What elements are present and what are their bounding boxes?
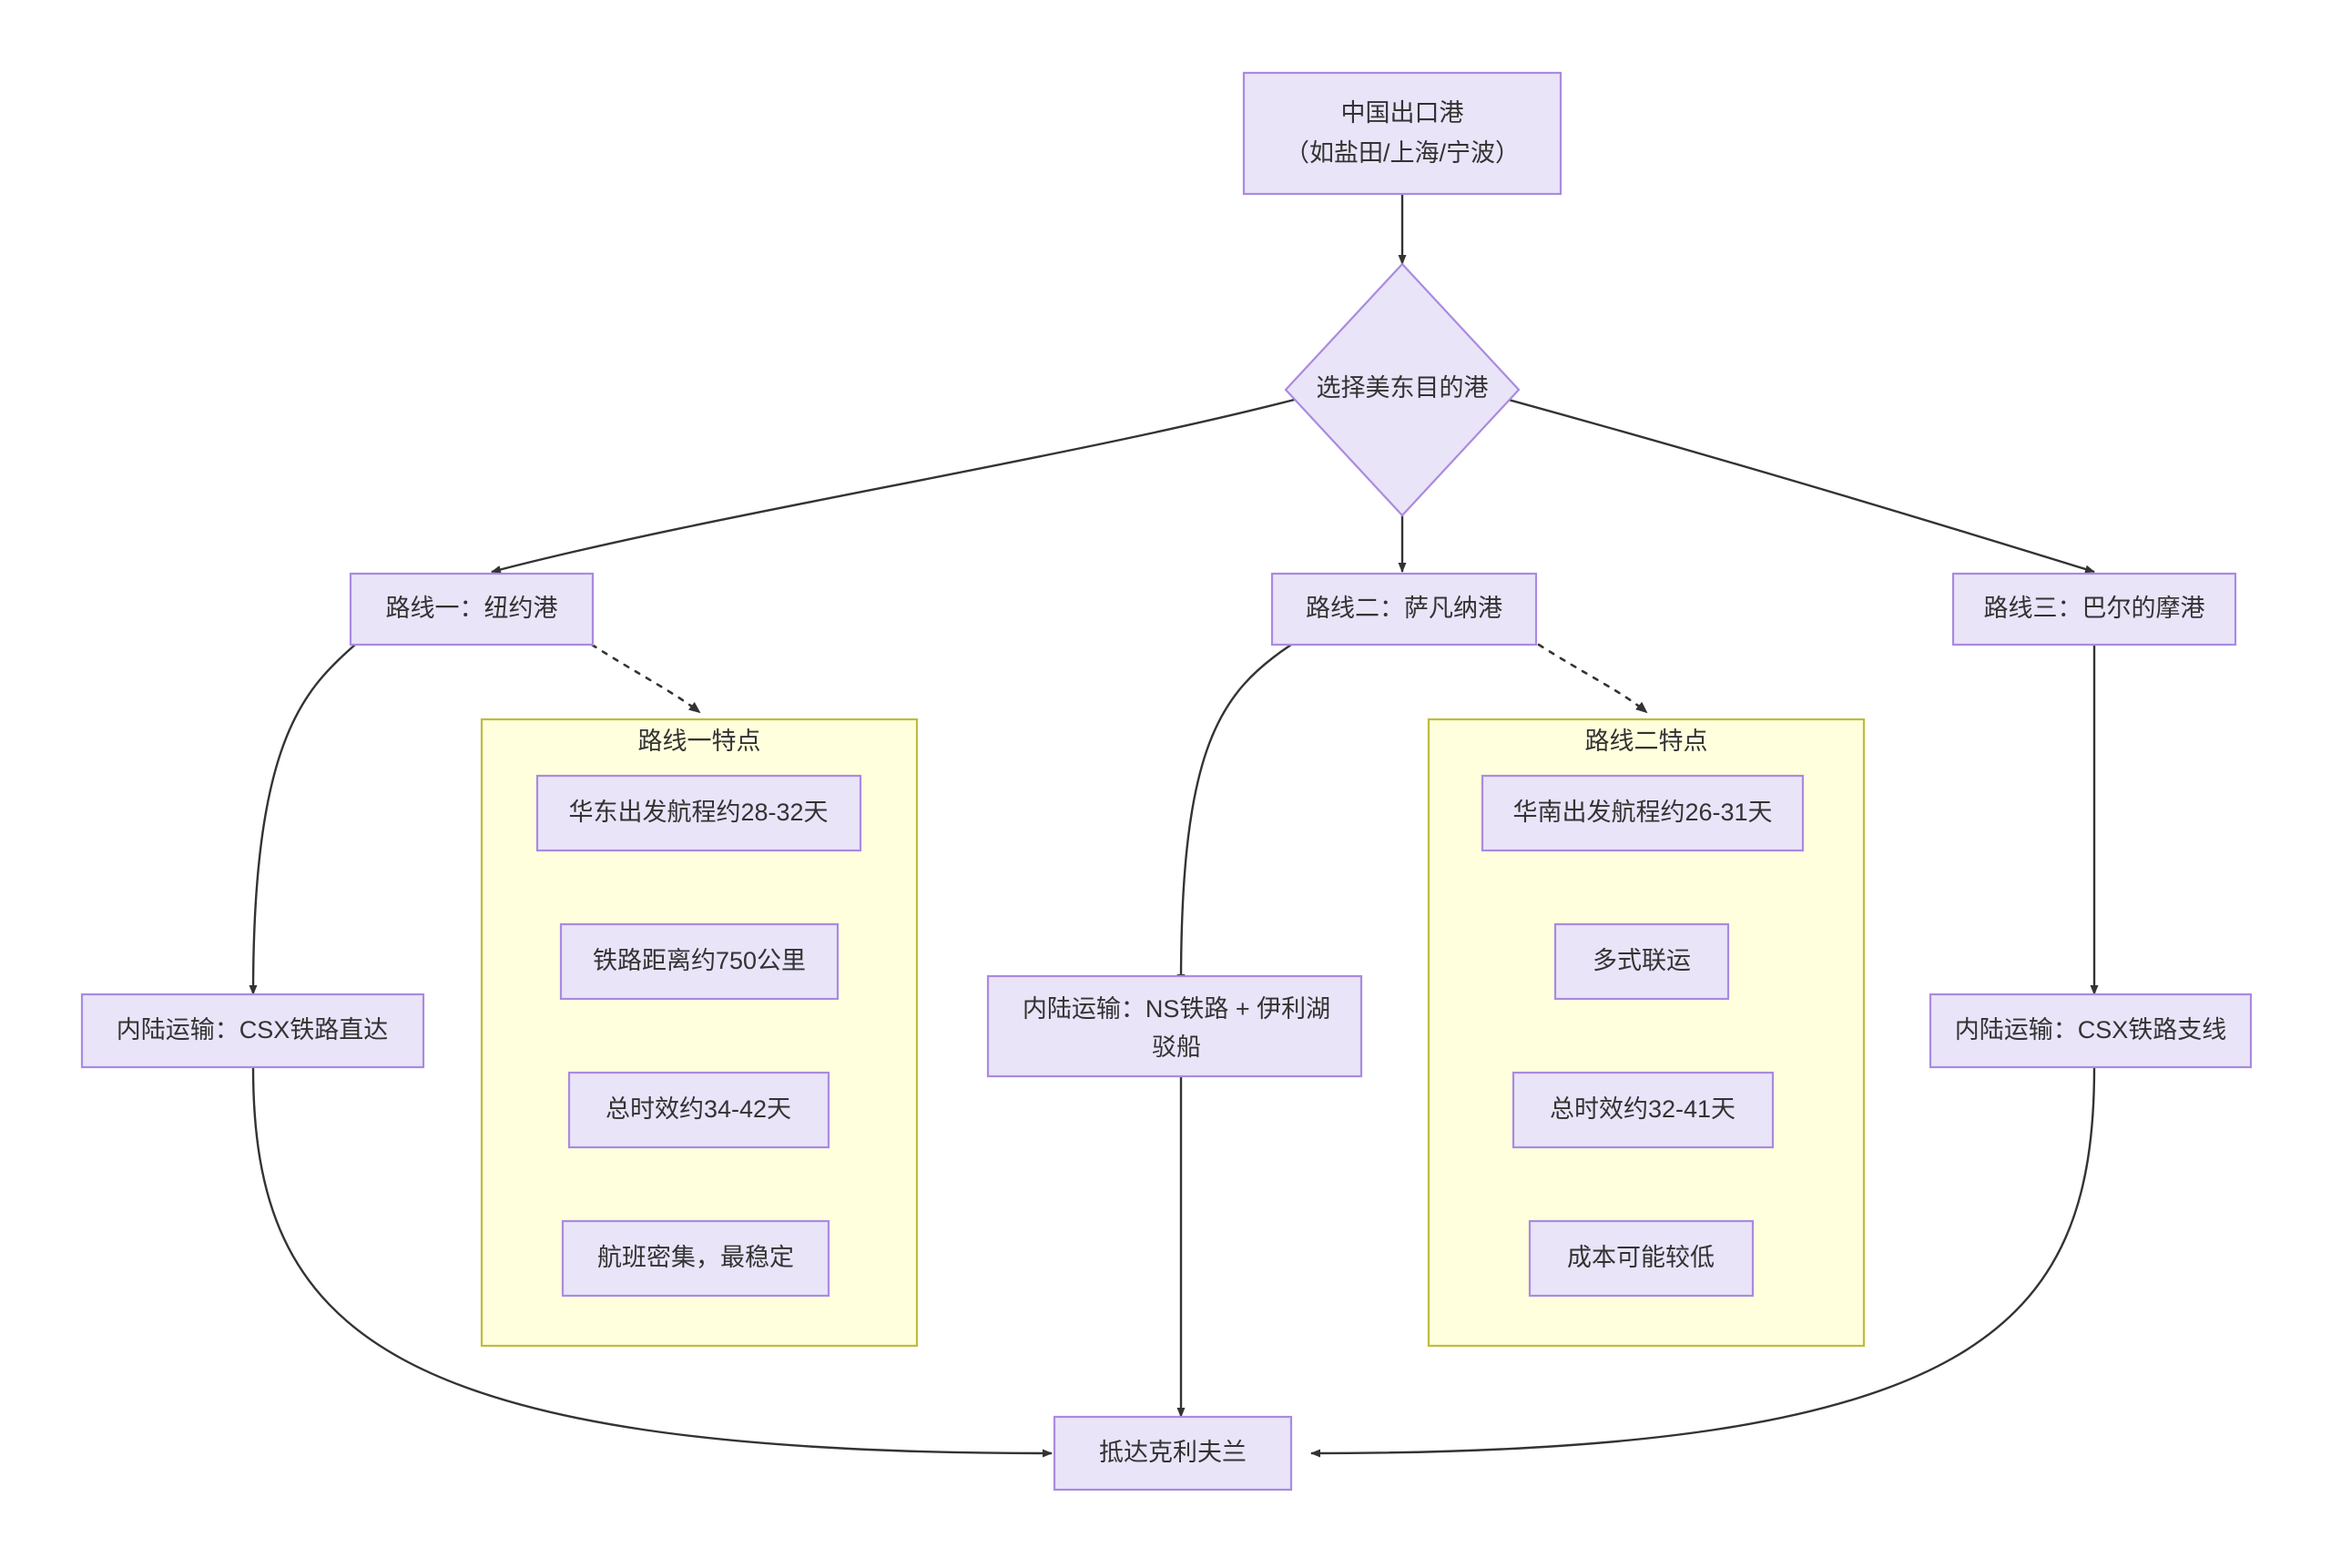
- node-inland1-box[interactable]: [80, 993, 425, 1069]
- cluster-route2-item-1-box[interactable]: [1553, 922, 1730, 1001]
- node-inland1[interactable]: 内陆运输：CSX铁路直达: [80, 993, 425, 1069]
- cluster-route2-item-1-label: 多式联运: [1593, 947, 1691, 974]
- node-inland1-label: 内陆运输：CSX铁路直达: [117, 1016, 389, 1044]
- node-inland2-box[interactable]: [986, 974, 1363, 1078]
- cluster-route1-item-0-label: 华东出发航程约28-32天: [568, 799, 828, 826]
- cluster-route2-item-0-label: 华南出发航程约26-31天: [1512, 799, 1772, 826]
- node-decision[interactable]: 选择美东目的港: [1284, 262, 1521, 517]
- node-route2[interactable]: 路线二：萨凡纳港: [1270, 572, 1538, 647]
- cluster-route1-item-1-box[interactable]: [559, 922, 840, 1001]
- node-route1-box[interactable]: [349, 572, 595, 647]
- node-arrival[interactable]: 抵达克利夫兰: [1053, 1415, 1293, 1492]
- cluster-route1-item-2-box[interactable]: [567, 1071, 830, 1149]
- node-route1-label: 路线一：纽约港: [386, 595, 558, 622]
- cluster-route1-item-2-label: 总时效约34-42天: [606, 1095, 791, 1123]
- node-inland2-label-line2: 驳船: [1152, 1033, 1201, 1061]
- cluster-route1-item-3-label: 航班密集，最稳定: [597, 1244, 794, 1271]
- edge-route2-to-inland2: [1176, 644, 1292, 984]
- cluster-route1-item-3-box[interactable]: [561, 1219, 830, 1298]
- cluster-route1-item-1-label: 铁路距离约750公里: [593, 947, 806, 974]
- node-inland2[interactable]: 内陆运输：NS铁路 + 伊利湖 驳船: [986, 974, 1363, 1078]
- edge-route2-to-cluster2: [1537, 643, 1648, 714]
- node-origin[interactable]: 中国出口港 （如盐田/上海/宁波）: [1242, 71, 1562, 196]
- node-origin-label-line1: 中国出口港: [1341, 99, 1464, 127]
- node-arrival-box[interactable]: [1053, 1415, 1293, 1492]
- cluster-route2-title: 路线二特点: [1585, 728, 1708, 755]
- edge-route1-to-inland1: [249, 644, 356, 995]
- node-route3-label: 路线三：巴尔的摩港: [1984, 595, 2205, 622]
- edge-inland1-to-arrival: [251, 1066, 1053, 1458]
- node-route2-box[interactable]: [1270, 572, 1538, 647]
- node-origin-box[interactable]: [1242, 71, 1562, 196]
- node-route3-box[interactable]: [1951, 572, 2237, 647]
- node-inland3-box[interactable]: [1929, 993, 2253, 1069]
- node-inland2-label-line1: 内陆运输：NS铁路 + 伊利湖: [1023, 995, 1330, 1023]
- node-route3[interactable]: 路线三：巴尔的摩港: [1951, 572, 2237, 647]
- node-inland3[interactable]: 内陆运输：CSX铁路支线: [1929, 993, 2253, 1069]
- cluster-route2-item-2-box[interactable]: [1512, 1071, 1775, 1149]
- edge-decision-to-route3: [1471, 388, 2095, 574]
- edge-route1-to-cluster1: [590, 643, 701, 714]
- node-route1[interactable]: 路线一：纽约港: [349, 572, 595, 647]
- cluster-route1: 路线一特点 华东出发航程约28-32天 铁路距离约750公里 总时效约34-42…: [480, 718, 919, 1348]
- node-origin-label-line2: （如盐田/上海/宁波）: [1285, 139, 1520, 167]
- edges-layer: [249, 194, 2099, 1458]
- cluster-route2-item-2-label: 总时效约32-41天: [1550, 1095, 1736, 1123]
- cluster-route1-item-0-box[interactable]: [535, 774, 862, 852]
- edge-decision-to-route1: [491, 388, 1333, 574]
- node-decision-label: 选择美东目的港: [1317, 374, 1489, 402]
- node-arrival-label: 抵达克利夫兰: [1099, 1439, 1247, 1466]
- cluster-route2-item-3-box[interactable]: [1528, 1219, 1755, 1298]
- node-inland3-label: 内陆运输：CSX铁路支线: [1955, 1016, 2227, 1044]
- node-route2-label: 路线二：萨凡纳港: [1306, 595, 1502, 622]
- edge-inland3-to-arrival: [1310, 1066, 2096, 1458]
- cluster-route2-item-3-label: 成本可能较低: [1567, 1244, 1715, 1271]
- cluster-route1-title: 路线一特点: [638, 728, 761, 755]
- node-decision-diamond[interactable]: [1284, 262, 1521, 517]
- cluster-route2: 路线二特点 华南出发航程约26-31天 多式联运 总时效约32-41天 成本可能…: [1427, 718, 1866, 1348]
- cluster-route2-item-0-box[interactable]: [1481, 774, 1805, 852]
